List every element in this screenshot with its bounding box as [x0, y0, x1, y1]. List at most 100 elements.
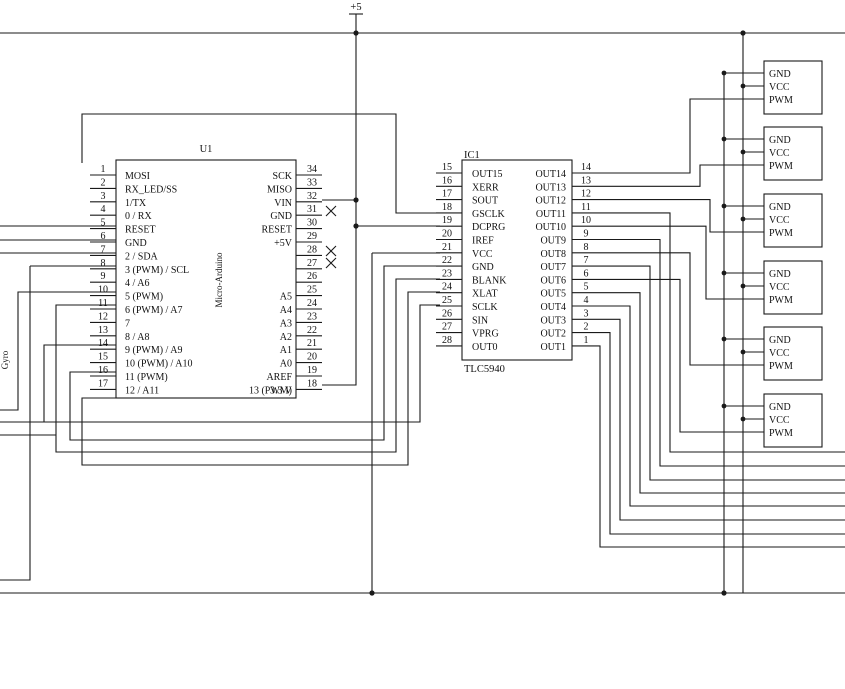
junction-dot [721, 403, 727, 409]
junction-dot [721, 136, 727, 142]
ic1-pin-label: XERR [472, 182, 499, 193]
servo-pin-label: PWM [769, 228, 793, 239]
u1-pin-number: 6 [101, 231, 106, 242]
no-connect-mark [325, 257, 337, 269]
output-route [598, 305, 845, 507]
u1-right-pins: 34SCK33MISO32VIN31GND30RESET29+5V2827262… [249, 164, 322, 396]
junction-dot [740, 30, 746, 36]
ic1-pin-number: 20 [442, 229, 452, 240]
u1-pin-number: 11 [98, 298, 108, 309]
ic1-pin-number: 13 [581, 175, 591, 186]
u1-pin-number: 31 [307, 204, 317, 215]
output-wires [598, 98, 845, 548]
u1-pin-label: A2 [280, 332, 292, 343]
ic1-pin-number: 19 [442, 215, 452, 226]
junction-dot [353, 197, 359, 203]
ic1-pin-label: OUT2 [540, 329, 566, 340]
u1-pin-number: 19 [307, 365, 317, 376]
ic1-pin-number: 18 [442, 202, 452, 213]
ic1-pin-label: SOUT [472, 196, 498, 207]
u1-pin-number: 12 [98, 311, 108, 322]
ic1-pin-label: GSCLK [472, 209, 506, 220]
output-route [598, 265, 845, 481]
junction-dot [740, 149, 746, 155]
wire-5v-to-u1 [322, 33, 357, 386]
wire-sin [43, 304, 440, 423]
ic1-pin-label: VCC [472, 249, 493, 260]
servo-connector-box [763, 326, 823, 381]
no-connect-mark [325, 205, 337, 217]
u1-pin-number: 16 [98, 365, 108, 376]
u1-pin-label: 13 (PWM) [249, 385, 292, 396]
u1-pin-label: A4 [280, 305, 292, 316]
wire-sclk [81, 291, 440, 466]
u1-pin-label: MOSI [125, 171, 150, 182]
servo-pin-label: VCC [769, 282, 790, 293]
junction-dot [740, 416, 746, 422]
ic1-pin-label: OUT6 [540, 275, 566, 286]
ic1-pin-label: OUT10 [535, 222, 566, 233]
u1-pin-label: 10 (PWM) / A10 [125, 359, 193, 370]
u1-pin-number: 13 [98, 325, 108, 336]
wire-blank [69, 265, 440, 441]
u1-pin-number: 28 [307, 244, 317, 255]
servo-pin-label: GND [769, 269, 791, 280]
u1-pin-number: 25 [307, 285, 317, 296]
pwm-route [598, 278, 764, 433]
ic1-right-pins: 14OUT1413OUT1312OUT1211OUT1110OUT109OUT9… [535, 162, 598, 353]
u1-pin-number: 29 [307, 231, 317, 242]
junction-dot [740, 83, 746, 89]
ic1-pin-number: 9 [584, 229, 589, 240]
ic1-pin-label: OUT3 [540, 315, 566, 326]
ic1-pin-label: OUT14 [535, 169, 566, 180]
u1-pin-label: RX_LED/SS [125, 184, 177, 195]
ic1-pin-label: BLANK [472, 275, 507, 286]
ic1-pin-label: OUT9 [540, 236, 566, 247]
u1-pin-number: 32 [307, 191, 317, 202]
u1-pin-label: 0 / RX [125, 211, 152, 222]
ic1-pin-label: GND [472, 262, 494, 273]
u1-pin-label: VIN [274, 198, 292, 209]
ic1-ref: IC1 [464, 150, 480, 161]
wire-left-4 [0, 266, 31, 581]
u1-pin-number: 7 [101, 244, 106, 255]
ic1-pin-number: 1 [584, 335, 589, 346]
servo-pin-label: VCC [769, 148, 790, 159]
ic1-pin-label: OUT11 [536, 209, 566, 220]
servo-connectors: GNDVCCPWMGNDVCCPWMGNDVCCPWMGNDVCCPWMGNDV… [721, 60, 823, 448]
servo-connector-box [763, 60, 823, 115]
u1-pin-label: 3 (PWM) / SCL [125, 265, 189, 276]
u1-pin-number: 20 [307, 352, 317, 363]
u1-pin-number: 2 [101, 177, 106, 188]
u1-pin-number: 23 [307, 311, 317, 322]
ic1-pin-number: 21 [442, 242, 452, 253]
u1-pin-label: SCK [273, 171, 293, 182]
ic1-pin-number: 11 [581, 202, 591, 213]
ic1-pin-label: OUT7 [540, 262, 566, 273]
ic1-pin-label: OUT5 [540, 289, 566, 300]
pwm-route [598, 199, 764, 233]
u1-pin-number: 33 [307, 177, 317, 188]
output-route [598, 292, 845, 494]
servo-pin-label: VCC [769, 415, 790, 426]
servo-connector-box [763, 260, 823, 315]
u1-pin-number: 1 [101, 164, 106, 175]
u1-pin-number: 14 [98, 338, 108, 349]
junction-dot [740, 216, 746, 222]
u1-pin-number: 22 [307, 325, 317, 336]
ic1-pin-number: 7 [584, 255, 589, 266]
u1-pin-label: 7 [125, 318, 130, 329]
ic1-pin-number: 10 [581, 215, 591, 226]
u1-pin-label: 9 (PWM) / A9 [125, 345, 183, 356]
servo-pin-label: GND [769, 335, 791, 346]
ic1-body [461, 159, 573, 361]
ic1-pin-number: 27 [442, 322, 452, 333]
u1-pin-label: GND [125, 238, 147, 249]
servo-connector-box [763, 393, 823, 448]
u1-pin-label: 12 / A11 [125, 385, 159, 396]
u1-pin-number: 27 [307, 258, 317, 269]
ic1-pin-label: SCLK [472, 302, 498, 313]
junction-dot [353, 30, 359, 36]
